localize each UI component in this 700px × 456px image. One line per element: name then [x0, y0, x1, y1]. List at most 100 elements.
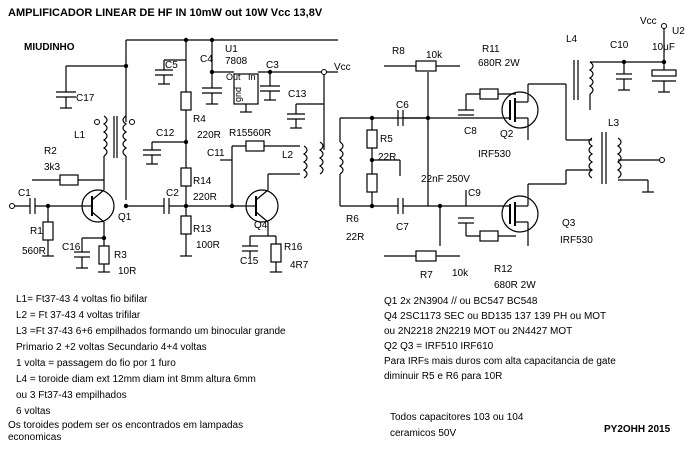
l4-label: L4 [566, 34, 578, 45]
q2-part: IRF530 [478, 149, 511, 160]
transformer-l3: L3 [566, 118, 665, 193]
mosfet-q3: Q3 IRF530 [492, 184, 593, 246]
author-tag: MIUDINHO [24, 42, 75, 53]
u2-label: U2 [672, 26, 685, 37]
q1-label: Q1 [118, 212, 132, 223]
c9-value: 22nF 250V [421, 174, 470, 185]
note-line: L2 = Ft 37-43 4 voltas trifilar [16, 310, 141, 321]
note-line: Primario 2 +2 voltas Secundario 4+4 volt… [16, 342, 207, 353]
q2-label: Q2 [500, 129, 514, 140]
transistor-q4: Q4 [244, 173, 300, 236]
l2-label: L2 [282, 150, 294, 161]
regulator-u1: U1 7808 Out In gnd [209, 44, 338, 113]
capacitor-c11: C11 [207, 148, 232, 161]
capacitor-c2: C2 [123, 188, 244, 214]
trimmer-r8: R8 10k [384, 46, 460, 206]
capacitor-c16: C16 [62, 235, 107, 269]
mosfet-q2: Q2 IRF530 [478, 84, 539, 160]
resistor-r14: R14 220R [180, 160, 217, 206]
r5-label: R5 [380, 134, 393, 145]
note-line: ceramicos 50V [390, 428, 457, 439]
c1-label: C1 [18, 188, 31, 199]
r14-label: R14 [193, 176, 212, 187]
capacitor-c17: C17 [56, 66, 95, 109]
inductor-l2: L2 [282, 117, 430, 207]
capacitor-c1: C1 [9, 188, 84, 214]
r8-value: 10k [426, 50, 443, 61]
note-line: diminuir R5 e R6 para 10R [384, 371, 503, 382]
notes-bottom: Todos capacitores 103 ou 104 ceramicos 5… [390, 412, 523, 440]
vcc2-label: Vcc [640, 16, 657, 27]
notes-left: L1= Ft37-43 4 voltas fio bifilar L2 = Ft… [16, 294, 286, 418]
q4-label: Q4 [254, 220, 268, 231]
capacitor-c6: C6 [396, 100, 490, 126]
capacitor-c12: C12 [143, 128, 189, 165]
q3-label: Q3 [562, 218, 576, 229]
r4-label: R4 [193, 114, 206, 125]
r12-label: R12 [494, 264, 513, 275]
r13-value: 100R [196, 240, 220, 251]
resistor-r1: R1 560R [22, 206, 54, 257]
c12-label: C12 [156, 128, 175, 139]
c9-label: C9 [468, 188, 481, 199]
capacitor-c7: C7 [396, 198, 492, 233]
r2-value: 3k3 [44, 162, 61, 173]
note-line: Q4 2SC1173 SEC ou BD135 137 139 PH ou MO… [384, 311, 607, 322]
c6-label: C6 [396, 100, 409, 111]
note-line: Todos capacitores 103 ou 104 [390, 412, 524, 423]
r4-value: 220R [197, 130, 221, 141]
drain-wiring [528, 83, 567, 185]
u1-in: In [248, 72, 256, 82]
capacitor-c5: C5 [155, 59, 186, 85]
u1-part: 7808 [225, 56, 248, 67]
trimmer-r7: R7 10k [384, 203, 469, 281]
inductor-l4: L4 [566, 34, 624, 110]
c15-label: C15 [240, 256, 259, 267]
resistor-r16: R16 4R7 [250, 235, 309, 273]
note-line: Q2 Q3 = IRF510 IRF610 [384, 341, 494, 352]
resistor-r11: R11 680R 2W [465, 44, 520, 110]
inductor-l1: L1 [74, 115, 135, 200]
note-line: ou 3 Ft37-43 empilhados [16, 390, 127, 401]
resistor-r12: R12 680R 2W [465, 223, 536, 291]
note-line: Os toroides podem ser os encontrados em … [8, 420, 244, 431]
c17-label: C17 [76, 93, 95, 104]
r13-label: R13 [193, 224, 212, 235]
q3-part: IRF530 [560, 235, 593, 246]
r15-label: R15560R [229, 128, 271, 139]
c11-label: C11 [207, 148, 225, 159]
l3-label: L3 [608, 118, 620, 129]
capacitor-c10: C10 [610, 40, 664, 91]
r6-value: 22R [346, 232, 364, 243]
resistor-r2: R2 3k3 [32, 146, 104, 186]
c8-label: C8 [464, 126, 477, 137]
r3-value: 10R [118, 266, 136, 277]
capacitor-c4: C4 [200, 54, 222, 105]
note-line: 1 volta = passagem do fio por 1 furo [16, 358, 176, 369]
note-line: 6 voltas [16, 406, 51, 417]
resistor-r6: R6 22R [346, 214, 364, 243]
c5-label: C5 [165, 60, 178, 71]
notes-right: Q1 2x 2N3904 // ou BC547 BC548 Q4 2SC117… [384, 296, 616, 383]
r1-value: 560R [22, 246, 46, 257]
c16-label: C16 [62, 242, 81, 253]
resistor-r5: R5 22R [366, 115, 401, 209]
r6-label: R6 [346, 214, 359, 225]
r1-label: R1 [30, 226, 43, 237]
transistor-q1: Q1 [81, 180, 132, 238]
signature: PY2OHH 2015 [604, 424, 671, 435]
r7-value: 10k [452, 268, 469, 279]
note-line: Q1 2x 2N3904 // ou BC547 BC548 [384, 296, 538, 307]
u1-label: U1 [225, 44, 238, 55]
c10-value: 10μF [652, 42, 675, 53]
resistor-r4: R4 220R [180, 91, 221, 141]
schematic-title: AMPLIFICADOR LINEAR DE HF IN 10mW out 10… [8, 7, 323, 19]
vcc1-label: Vcc [334, 62, 351, 73]
r5-value: 22R [378, 152, 396, 163]
note-line: L1= Ft37-43 4 voltas fio bifilar [16, 294, 148, 305]
capacitor-u2: Vcc U2 10μF [640, 16, 685, 93]
r12-value: 680R 2W [494, 280, 536, 291]
c3-label: C3 [266, 60, 279, 71]
u1-out: Out [226, 72, 241, 82]
